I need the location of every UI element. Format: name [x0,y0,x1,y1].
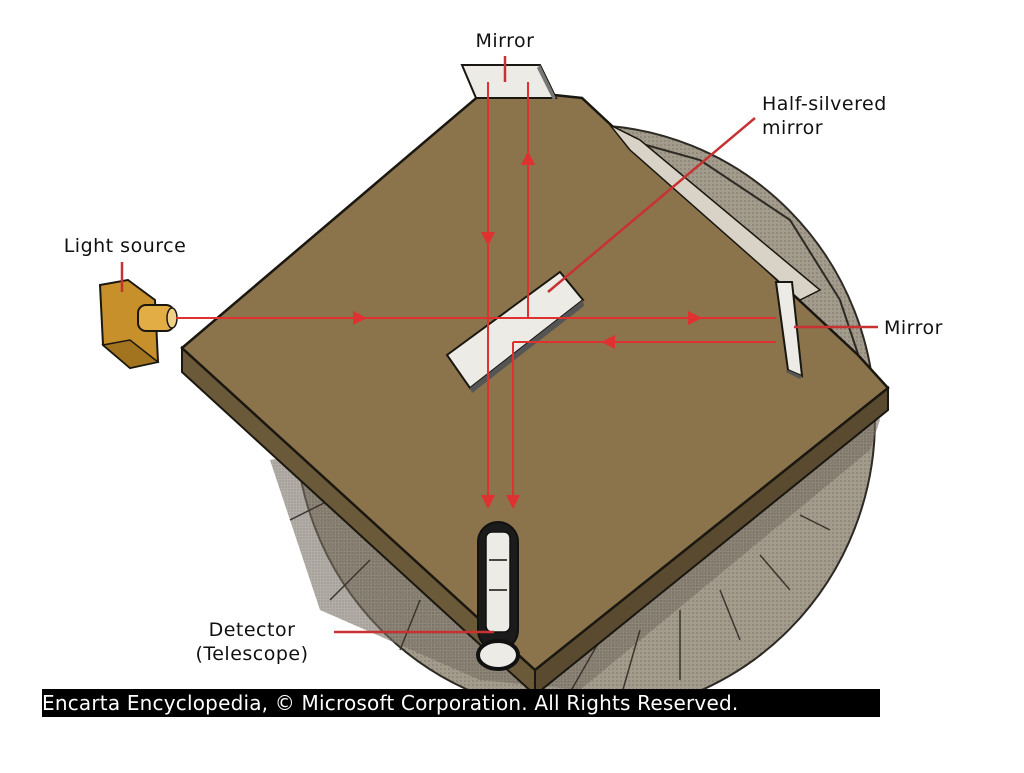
label-light-source: Light source [64,235,187,257]
label-detector-line1: Detector [209,619,296,641]
label-mirror-top: Mirror [476,30,535,52]
arrow-up [521,151,535,165]
arrow-down-left [481,495,495,509]
platform [180,86,890,698]
beam-arrows [353,151,702,509]
callout-half-silvered [547,117,756,293]
arrow-down-right [506,495,520,509]
half-silvered-mirror [445,270,585,393]
callout-lines [120,56,878,634]
label-half-silvered-line2: mirror [762,117,823,139]
arrow-left [601,335,615,349]
arrow-right-2 [688,311,702,325]
copyright-footer: Encarta Encyclopedia, © Microsoft Corpor… [42,689,880,717]
label-mirror-right: Mirror [884,317,943,339]
detector-telescope [476,521,520,671]
light-beams [176,82,776,505]
mirror-top [460,64,558,100]
arrow-right-1 [353,311,367,325]
arrow-down-top-path [481,232,495,246]
mirror-right [774,281,804,379]
light-source [98,278,178,370]
label-detector-line2: (Telescope) [195,643,308,665]
label-half-silvered-line1: Half-silvered [762,93,887,115]
